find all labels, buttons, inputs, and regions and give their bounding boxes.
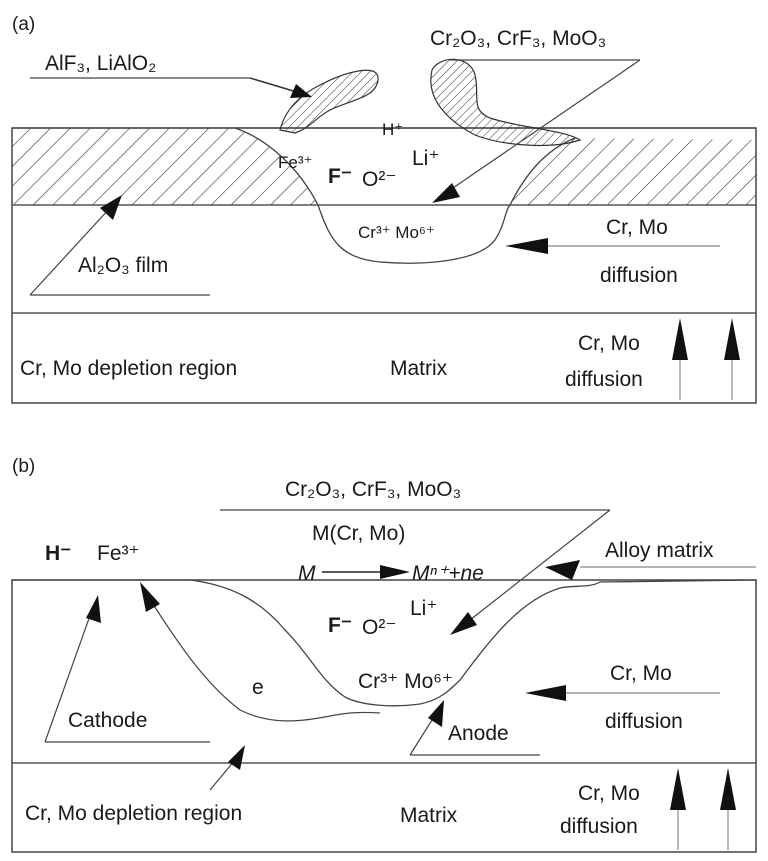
- label-diff-line1: Cr, Mo: [606, 216, 668, 239]
- product-blob-right: [430, 58, 582, 147]
- label-matrix: Matrix: [390, 357, 448, 380]
- label-vdiff-line2: diffusion: [560, 815, 638, 838]
- label-m-species: M(Cr, Mo): [312, 522, 405, 545]
- label-diff-line2: diffusion: [605, 710, 683, 733]
- ion-li: Li⁺: [412, 147, 439, 170]
- label-anode: Anode: [448, 722, 509, 745]
- ion-f: F⁻: [328, 165, 352, 188]
- label-products-right: Cr₂O₃, CrF₃, MoO₃: [430, 27, 606, 50]
- ion-f: F⁻: [328, 614, 352, 637]
- arrow-head: [450, 612, 477, 635]
- label-vdiff-line2: diffusion: [565, 368, 643, 391]
- panel-a: (a) AlF₃, LiAlO₂ Cr₂O₃, CrF₃, MoO₃ H⁺ Fe…: [11, 14, 757, 404]
- ion-h: H⁺: [382, 120, 403, 139]
- electron-path: [144, 591, 381, 722]
- arrow-head: [380, 565, 410, 579]
- ion-fe: Fe³⁺: [278, 153, 312, 172]
- label-cathode: Cathode: [68, 709, 147, 732]
- label-vdiff-line1: Cr, Mo: [578, 782, 640, 805]
- arrow-head: [428, 700, 444, 727]
- arrow-head: [720, 768, 736, 810]
- arrow-head: [505, 238, 548, 254]
- arrow-head: [724, 318, 740, 360]
- label-depletion: Cr, Mo depletion region: [20, 357, 237, 380]
- arrow-head: [86, 595, 101, 623]
- reaction-left: M: [298, 562, 316, 585]
- label-diff-line2: diffusion: [600, 264, 678, 287]
- oxide-film-layer: [12, 128, 318, 205]
- reaction-right: Mⁿ⁺+ne: [412, 562, 484, 585]
- arrow-head: [525, 685, 566, 701]
- pit-outline: [234, 127, 576, 264]
- panel-a-tag: (a): [12, 14, 35, 35]
- ion-o: O²⁻: [362, 616, 396, 639]
- arrow-head: [100, 195, 122, 220]
- ion-cr-mo: Cr³⁺ Mo⁶⁺: [358, 670, 453, 693]
- panel-b-frame: [11, 579, 757, 853]
- ion-fe: Fe³⁺: [97, 542, 140, 565]
- arrow-head: [432, 183, 460, 203]
- pit-outline: [12, 579, 757, 707]
- arrow-head: [670, 768, 686, 810]
- panel-b: (b) Cr₂O₃, CrF₃, MoO₃ M(Cr, Mo) M Mⁿ⁺+ne…: [11, 456, 757, 853]
- arrow-head: [672, 318, 688, 360]
- ion-cr-mo: Cr³⁺ Mo⁶⁺: [358, 223, 435, 242]
- label-products: Cr₂O₃, CrF₃, MoO₃: [285, 478, 461, 501]
- oxide-film-layer-right: [510, 138, 756, 205]
- product-blob-left: [279, 69, 379, 134]
- arrow-head: [228, 745, 245, 770]
- arrow-head: [290, 84, 312, 98]
- ion-o: O²⁻: [362, 168, 396, 191]
- label-depletion: Cr, Mo depletion region: [25, 802, 242, 825]
- ion-h: H⁻: [45, 542, 71, 565]
- label-matrix: Matrix: [400, 804, 458, 827]
- label-film: Al₂O₃ film: [78, 254, 168, 277]
- label-diff-line1: Cr, Mo: [610, 662, 672, 685]
- label-vdiff-line1: Cr, Mo: [578, 332, 640, 355]
- label-products-left: AlF₃, LiAlO₂: [45, 52, 156, 75]
- label-electron: e: [252, 676, 264, 699]
- label-alloy-matrix: Alloy matrix: [605, 539, 714, 562]
- arrow-head: [545, 560, 580, 580]
- arrow-head: [140, 582, 160, 612]
- panel-b-tag: (b): [12, 456, 35, 477]
- ion-li: Li⁺: [410, 597, 437, 620]
